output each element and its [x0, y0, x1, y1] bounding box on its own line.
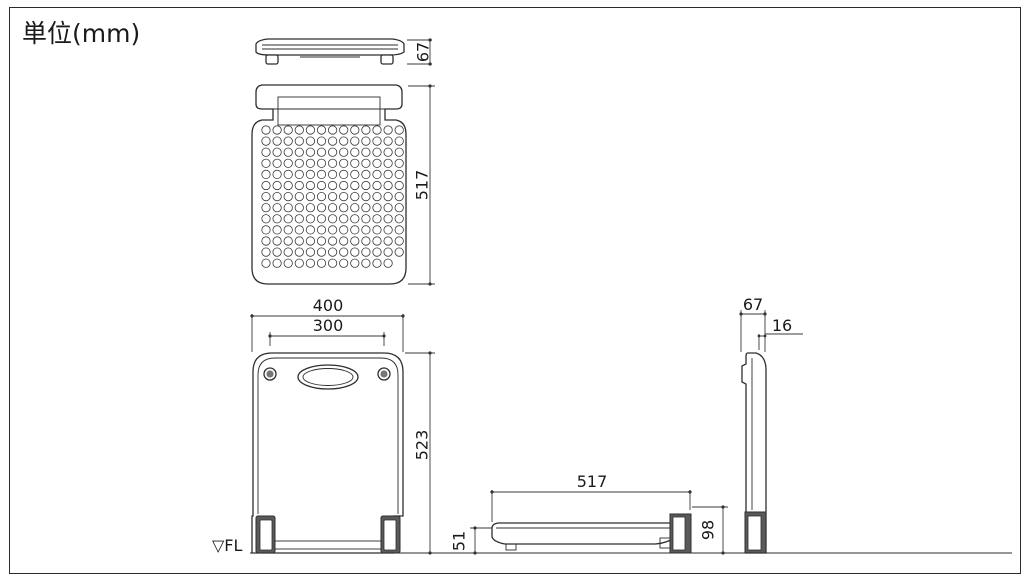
- top-edge-view: [255, 38, 405, 65]
- dimension-top-thickness: 67: [407, 38, 433, 66]
- dim-side-high-height: 98: [699, 520, 718, 540]
- front-view: [251, 352, 404, 554]
- dim-folded-gap: 16: [772, 316, 792, 335]
- dim-top-depth: 517: [413, 170, 432, 201]
- dim-front-inner-width: 300: [313, 316, 344, 335]
- dimension-front-inner-width: 300: [268, 316, 386, 346]
- perforation-grid: [261, 125, 404, 268]
- dim-side-depth: 517: [577, 472, 608, 491]
- drawing-frame: [9, 7, 1021, 574]
- dim-folded-depth: 67: [743, 295, 763, 314]
- plan-view: [251, 84, 407, 285]
- dimension-folded-gap: 16: [757, 316, 803, 350]
- dimension-front-width: 400: [250, 296, 405, 352]
- dim-front-height: 523: [413, 430, 432, 461]
- dimension-front-height: 523: [405, 351, 435, 555]
- folded-side-view: [741, 352, 767, 554]
- unit-label: 単位(mm): [22, 19, 141, 48]
- dim-side-low-height: 51: [450, 531, 469, 551]
- dimension-side-depth: 517: [490, 472, 692, 522]
- dimension-side-high-height: 98: [692, 505, 728, 555]
- dim-top-thickness: 67: [414, 42, 433, 62]
- dimension-side-low-height: 51: [450, 526, 492, 555]
- dim-front-width: 400: [313, 296, 344, 315]
- handle-slot: [277, 96, 381, 126]
- dimension-top-depth: 517: [408, 84, 435, 286]
- side-view: [491, 513, 692, 554]
- dimension-folded-depth: 67: [739, 295, 767, 352]
- floor-label: ▽FL: [212, 536, 243, 555]
